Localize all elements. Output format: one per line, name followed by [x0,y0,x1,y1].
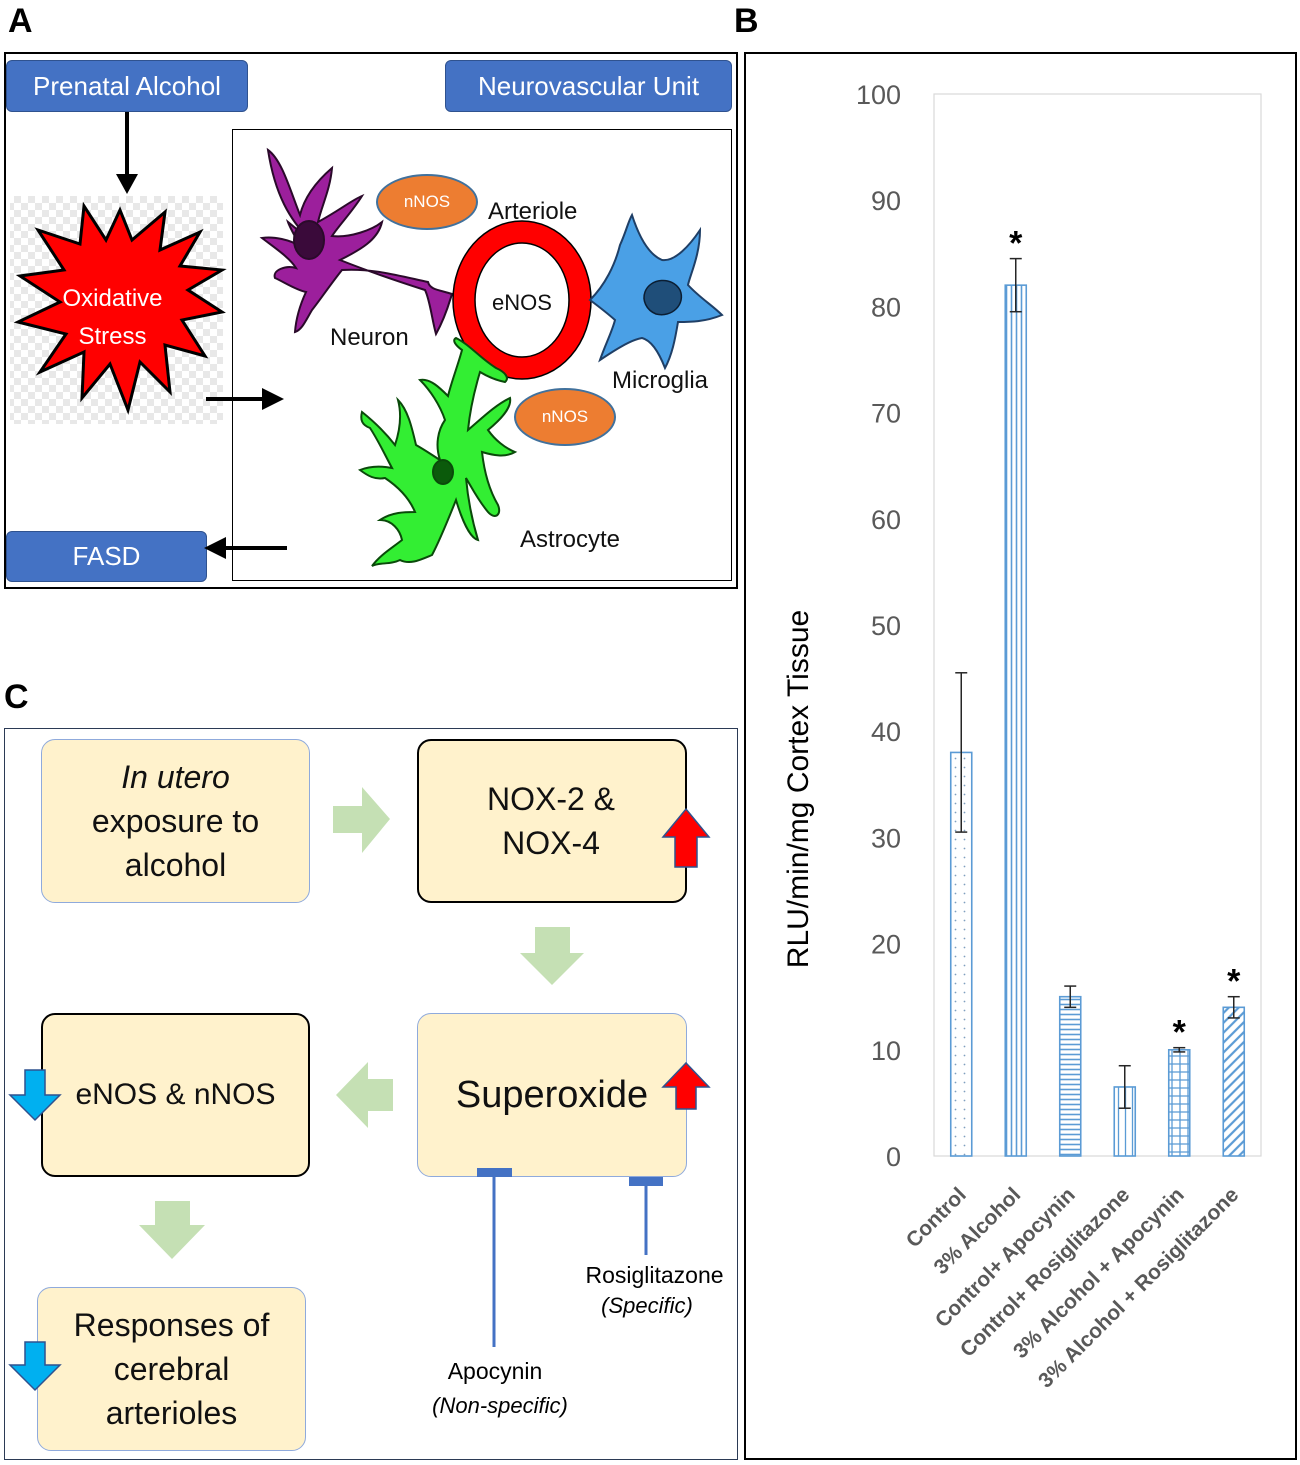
y-tick-label-5: 50 [871,611,901,641]
fasd-box: FASD [6,531,207,582]
arteriole-label: Arteriole [488,198,578,225]
apocynin-note: (Non-specific) [432,1393,568,1418]
blue-arrow-down-icon-2 [8,1341,62,1392]
arrow-left-icon [204,537,287,559]
y-tick-label-8: 80 [871,292,901,322]
y-axis: 0 10 20 30 40 50 60 70 80 90 100 [856,80,901,1172]
y-tick-label-9: 90 [871,186,901,216]
in-utero-line: In utero [121,759,230,795]
enos-nnos-box: eNOS & nNOS [41,1013,310,1177]
microglia-icon [588,212,724,371]
astrocyte-icon [357,336,518,567]
exposure-line: exposure to [91,803,260,839]
oxidative-stress-burst-icon [13,201,227,415]
rosiglitazone-inhibitor-icon [629,1177,663,1255]
y-tick-label-6: 60 [871,505,901,535]
superoxide-label: Superoxide [455,1074,649,1116]
responses-box: Responses of cerebral arterioles [37,1287,306,1451]
red-arrow-up-icon [661,807,711,868]
responses-line2: cerebral [113,1351,230,1387]
astrocyte-label: Astrocyte [520,526,621,553]
neurovascular-unit-frame [232,129,732,581]
green-arrow-right-icon [333,787,390,853]
y-tick-label-2: 20 [871,930,901,960]
bar-4 [1167,1048,1191,1157]
neurovascular-unit-box: Neurovascular Unit [445,60,732,112]
bars: * * * [949,225,1246,1157]
enos-nnos-label: eNOS & nNOS [75,1078,276,1111]
arrow-right-icon [206,388,284,410]
blue-arrow-down-icon [8,1069,62,1122]
green-arrow-left-icon [336,1062,393,1128]
rosiglitazone-note: (Specific) [601,1293,693,1318]
panel-a-drawing: eNOS [10,112,724,567]
neuron-icon [259,147,454,337]
panel-b-letter: B [734,2,759,40]
responses-line3: arterioles [105,1395,238,1431]
panel-c-frame [4,728,738,1460]
x-tick-label-5: 3% Alcohol + Rosiglitazone [1034,1183,1243,1392]
panel-c-arrows [8,787,711,1392]
apocynin-label: Apocynin [447,1358,543,1384]
neuron-label: Neuron [330,324,409,351]
y-tick-label-3: 30 [871,823,901,853]
bar-2 [1058,995,1082,1157]
significance-marker-1: * [1009,225,1023,263]
apocynin-inhibitor-icon [477,1168,512,1347]
nox4-line: NOX-4 [502,825,600,861]
panel-a-frame [4,52,738,589]
oxidative-stress-line2: Stress [78,323,147,350]
y-axis-label: RLU/min/mg Cortex Tissue [782,610,815,968]
in-utero-exposure-box: In utero exposure to alcohol [41,739,310,903]
y-tick-label-4: 40 [871,717,901,747]
red-arrow-up-icon-2 [661,1061,711,1110]
nnos-oval-top: nNOS [376,174,478,230]
enos-label: eNOS [492,290,552,315]
y-tick-label-0: 0 [886,1142,901,1172]
microglia-label: Microglia [612,367,709,394]
superoxide-box: Superoxide [417,1013,687,1177]
nnos-oval-bottom: nNOS [514,388,616,446]
significance-marker-4: * [1173,1014,1187,1052]
green-arrow-down-icon [520,927,584,985]
y-tick-label-10: 100 [856,80,901,110]
bar-1 [1004,284,1028,1157]
green-arrow-down-icon-2 [139,1201,205,1259]
prenatal-alcohol-box: Prenatal Alcohol [6,60,248,112]
responses-line1: Responses of [73,1307,270,1343]
arrow-down-icon [116,112,138,194]
alcohol-line: alcohol [124,847,227,883]
bar-5 [1222,1006,1246,1157]
y-tick-label-1: 10 [871,1036,901,1066]
panel-b-frame [744,52,1297,1460]
nox2-line: NOX-2 & [486,781,616,817]
panel-a-letter: A [8,2,33,40]
rosiglitazone-label: Rosiglitazone [585,1262,724,1288]
panel-c-letter: C [4,678,29,716]
significance-marker-5: * [1227,963,1241,1001]
oxidative-stress-line1: Oxidative [62,285,163,312]
oxidative-stress-label: Oxidative Stress [40,280,185,356]
y-tick-label-7: 70 [871,399,901,429]
arteriole-icon [452,220,592,380]
plot-area [933,93,1262,1157]
